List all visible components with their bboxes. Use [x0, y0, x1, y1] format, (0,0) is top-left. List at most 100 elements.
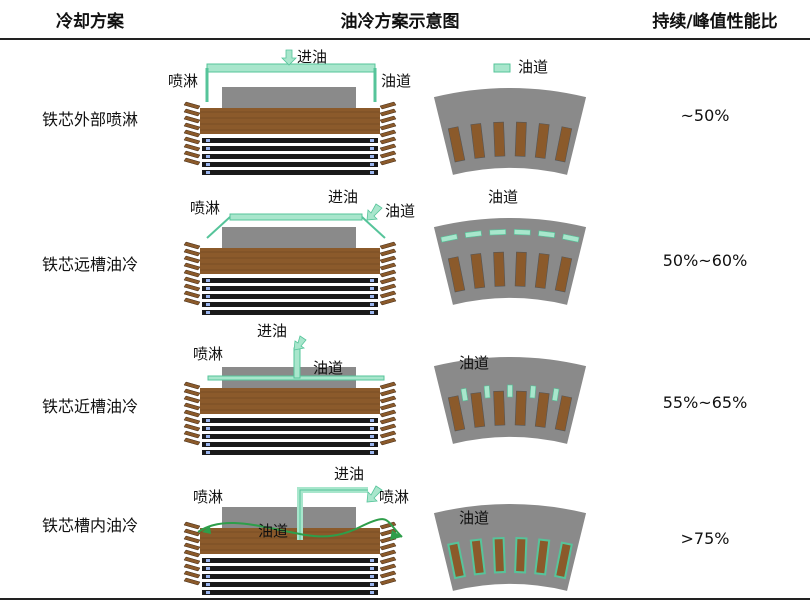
slot-winding [514, 390, 527, 426]
slot-winding [447, 541, 467, 580]
stator-slot [554, 126, 573, 163]
slot-winding [492, 536, 506, 574]
row-3-core-channel-label: 油道 [459, 354, 490, 372]
stator-slot [554, 256, 573, 293]
end-turn-right [379, 381, 397, 390]
winding-layer [202, 138, 378, 143]
stator-slot [470, 253, 486, 289]
winding-layer [202, 294, 378, 299]
end-turn-left [183, 115, 201, 124]
end-turn-left [183, 276, 201, 285]
slot-winding [554, 395, 573, 432]
end-turn-left [183, 269, 201, 278]
inlet-pipe [293, 347, 301, 379]
winding-layer [202, 442, 378, 447]
winding-layer [202, 170, 378, 175]
stator-slot [493, 390, 506, 426]
slot-winding [554, 126, 573, 163]
winding-layer [202, 146, 378, 151]
end-turn-right [379, 248, 397, 257]
oil-channel [460, 387, 469, 402]
winding-spacer [370, 163, 374, 166]
stator-slot [554, 395, 573, 432]
end-turn-right [379, 108, 397, 117]
end-turn-left [183, 409, 201, 418]
winding-spacer [206, 567, 210, 570]
winding-spacer [370, 295, 374, 298]
slot-winding [493, 251, 506, 287]
end-turn-left [183, 108, 201, 117]
stator-slot [447, 395, 466, 432]
core-sector-body [433, 88, 587, 175]
end-turn-left [183, 549, 201, 558]
end-turn-right [379, 290, 397, 299]
end-turn-left [183, 528, 201, 537]
slot-winding [534, 538, 551, 576]
oil-channel [562, 233, 580, 243]
end-turn-right [379, 136, 397, 145]
winding-spacer [206, 591, 210, 594]
end-turn-left [183, 150, 201, 159]
end-turn-left [183, 262, 201, 271]
row-4-channel-label: 油道 [258, 522, 289, 540]
end-turn-left [183, 416, 201, 425]
end-turn-right [379, 283, 397, 292]
stator-slot [493, 251, 506, 287]
end-turn-left [183, 402, 201, 411]
end-turn-right [379, 297, 397, 306]
end-turn-right [379, 395, 397, 404]
stator-slot [470, 392, 486, 428]
end-turn-left [183, 430, 201, 439]
end-turn-right [379, 276, 397, 285]
end-turn-right [379, 416, 397, 425]
slot-winding [447, 395, 466, 432]
header-ratio: 持续/峰值性能比 [652, 11, 778, 32]
winding-layer [202, 278, 378, 283]
winding-spacer [370, 591, 374, 594]
core-sector [433, 88, 587, 175]
row-3-channel-label: 油道 [313, 359, 344, 377]
winding-spacer [370, 567, 374, 570]
winding-spacer [206, 147, 210, 150]
oil-channel-mark [529, 385, 537, 399]
end-turn-right [379, 577, 397, 586]
inlet-pipe-outline [299, 489, 368, 540]
row-1-name: 铁芯外部喷淋 [41, 110, 138, 129]
row-1-legend-label: 油道 [518, 58, 549, 76]
stator-slot [447, 126, 466, 163]
winding-spacer [206, 163, 210, 166]
end-turn-right [379, 388, 397, 397]
end-turn-left [183, 255, 201, 264]
stator-slot [470, 123, 486, 159]
oil-channel-mark [507, 384, 513, 398]
row-2-ratio: 50%~60% [662, 251, 748, 270]
oil-channel-mark [460, 387, 469, 402]
copper-band [200, 248, 380, 274]
slot-winding [514, 121, 527, 157]
winding-spacer [206, 583, 210, 586]
core-sector [433, 357, 587, 444]
slot-winding [554, 256, 573, 293]
oil-channel [513, 229, 531, 236]
core-block [222, 507, 356, 529]
end-turn-right [379, 122, 397, 131]
winding-spacer [370, 575, 374, 578]
end-turn-right [379, 542, 397, 551]
end-turn-right [379, 241, 397, 250]
winding-spacer [206, 575, 210, 578]
core-sector-body [433, 357, 587, 444]
winding-spacer [206, 443, 210, 446]
oil-channel [551, 387, 560, 402]
end-turn-left [183, 136, 201, 145]
oil-channel-mark [551, 387, 560, 402]
stator-slot [447, 256, 466, 293]
row-1-channel-label: 油道 [381, 72, 412, 90]
oil-channel [464, 230, 482, 238]
stator-slot [469, 538, 486, 576]
row-2-channel-label: 油道 [385, 202, 416, 220]
oil-channel-mark [464, 230, 482, 238]
oil-channel-mark [489, 229, 507, 236]
flow-arrow-left [202, 526, 211, 534]
oil-channel-mark [440, 233, 458, 243]
end-turn-left [183, 577, 201, 586]
